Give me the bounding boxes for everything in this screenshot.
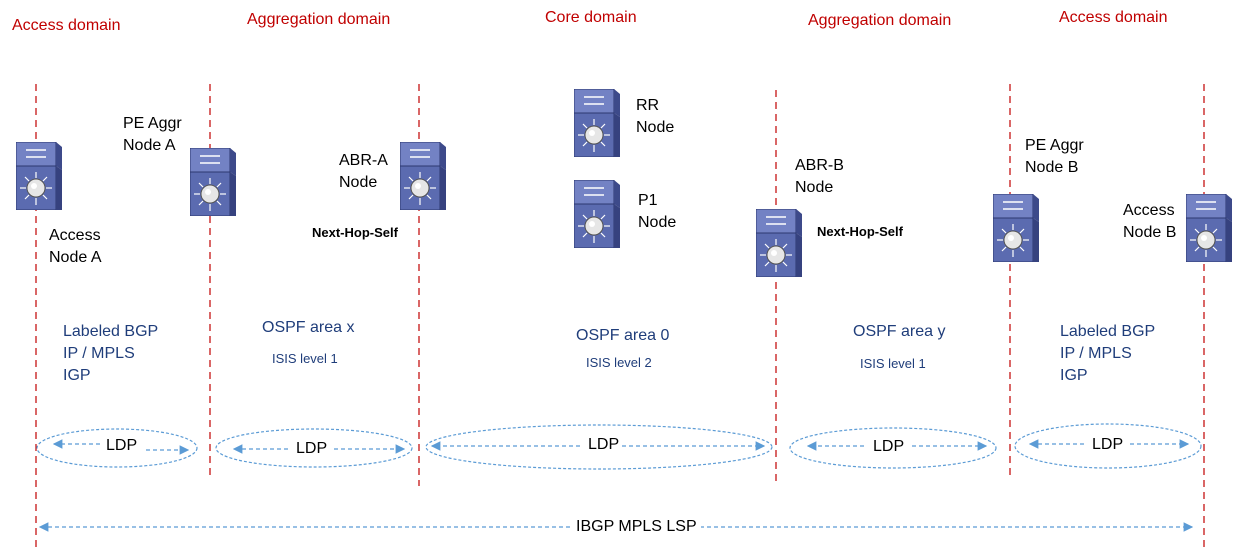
node-label-access-b: Access Node B xyxy=(1123,202,1177,241)
router-icon xyxy=(16,142,62,210)
ldp-ellipse xyxy=(425,424,773,470)
domain-label: Access domain xyxy=(12,17,121,34)
ldp-ellipse xyxy=(1014,423,1202,469)
router-icon xyxy=(756,209,802,277)
node-label-pe-aggr-b: PE Aggr Node B xyxy=(1025,137,1084,176)
router-icon xyxy=(190,148,236,216)
isis-level-label: ISIS level 1 xyxy=(272,351,338,366)
router-icon xyxy=(574,180,620,248)
router-icon xyxy=(1186,194,1232,262)
igp-area-label: OSPF area x xyxy=(262,319,355,336)
ldp-label: LDP xyxy=(296,440,328,457)
domain-label: Aggregation domain xyxy=(247,11,391,28)
node-label-abr-a: ABR-A Node xyxy=(339,152,388,191)
router-icon xyxy=(574,89,620,157)
domain-label: Core domain xyxy=(545,9,637,26)
ldp-label: LDP xyxy=(588,436,620,453)
ldp-label: LDP xyxy=(106,437,138,454)
ldp-ellipse xyxy=(789,427,997,469)
ldp-ellipse xyxy=(215,428,413,468)
lsp-label: IBGP MPLS LSP xyxy=(572,519,701,535)
protocol-stack-left: Labeled BGP IP / MPLS IGP xyxy=(63,323,159,384)
isis-level-label: ISIS level 1 xyxy=(860,356,926,371)
protocol-stack-right: Labeled BGP IP / MPLS IGP xyxy=(1060,323,1156,384)
node-label-pe-aggr-a: PE Aggr Node A xyxy=(123,115,182,154)
igp-area-label: OSPF area y xyxy=(853,323,946,340)
next-hop-self-label: Next-Hop-Self xyxy=(817,224,903,239)
domain-label: Access domain xyxy=(1059,9,1168,26)
router-icon xyxy=(993,194,1039,262)
ldp-label: LDP xyxy=(873,438,905,455)
node-label-access-a: Access Node A xyxy=(49,227,102,266)
router-icon xyxy=(400,142,446,210)
node-label-p1: P1 Node xyxy=(638,192,677,231)
node-label-abr-b: ABR-B Node xyxy=(795,157,844,196)
domain-label: Aggregation domain xyxy=(808,12,952,29)
ldp-label: LDP xyxy=(1092,436,1124,453)
ldp-ellipse xyxy=(36,428,198,468)
node-label-rr: RR Node xyxy=(636,97,675,136)
next-hop-self-label: Next-Hop-Self xyxy=(312,225,398,240)
igp-area-label: OSPF area 0 xyxy=(576,327,670,344)
isis-level-label: ISIS level 2 xyxy=(586,355,652,370)
